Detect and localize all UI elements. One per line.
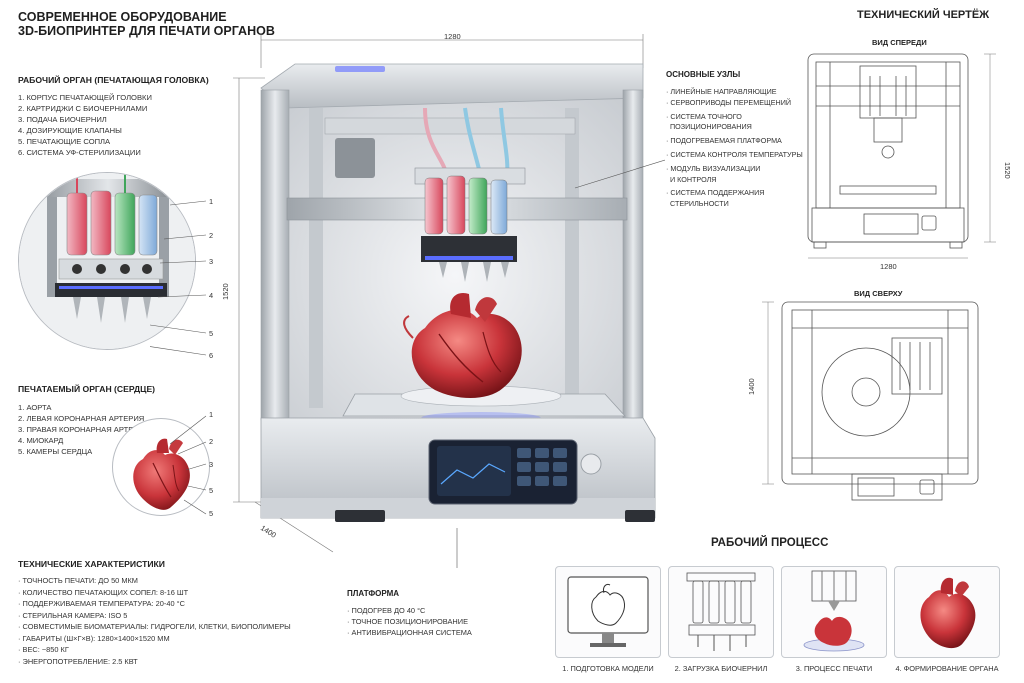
front-width: 1280: [880, 262, 897, 271]
list-item: · АНТИВИБРАЦИОННАЯ СИСТЕМА: [347, 628, 472, 637]
callout-5: 5: [209, 329, 214, 338]
heart-callout-2: 2: [209, 437, 214, 446]
monitor-icon: [567, 576, 649, 647]
list-item: 2. КАРТРИДЖИ С БИОЧЕРНИЛАМИ: [18, 104, 148, 113]
bioprinter-illustration: [233, 34, 665, 568]
heart-final-icon: [920, 577, 976, 649]
list-item: ПОЗИЦИОНИРОВАНИЯ: [666, 122, 752, 132]
list-item: · СОВМЕСТИМЫЕ БИОМАТЕРИАЛЫ: ГИДРОГЕЛИ, К…: [18, 622, 291, 631]
list-item: · ЛИНЕЙНЫЕ НАПРАВЛЯЮЩИЕ: [666, 87, 777, 96]
callout-1: 1: [209, 197, 214, 206]
callout-2: 2: [209, 231, 214, 240]
list-item: И КОНТРОЛЯ: [666, 174, 717, 184]
printed-organ-title: ПЕЧАТАЕМЫЙ ОРГАН (СЕРДЦЕ): [18, 384, 156, 394]
process-step-form: [894, 566, 1000, 658]
drawing-title: ТЕХНИЧЕСКИЙ ЧЕРТЁЖ: [857, 9, 990, 21]
list-item: · СИСТЕМА ПОДДЕРЖАНИЯ: [666, 188, 765, 198]
list-item: 1. КОРПУС ПЕЧАТАЮЩЕЙ ГОЛОВКИ: [18, 93, 152, 102]
print-head-detail-circle: [18, 172, 196, 350]
list-item: 6. СИСТЕМА УФ-СТЕРИЛИЗАЦИИ: [18, 148, 141, 157]
title-line-1: СОВРЕМЕННОЕ ОБОРУДОВАНИЕ: [18, 10, 227, 24]
main-units-list: · ЛИНЕЙНЫЕ НАПРАВЛЯЮЩИЕ · СЕРВОПРИВОДЫ П…: [666, 87, 803, 210]
print-head-title: РАБОЧИЙ ОРГАН (ПЕЧАТАЮЩАЯ ГОЛОВКА): [18, 75, 209, 85]
print-head-list: 1. КОРПУС ПЕЧАТАЮЩЕЙ ГОЛОВКИ 2. КАРТРИДЖ…: [18, 92, 152, 158]
heart-callout-5a: 5: [209, 486, 214, 495]
front-view-title: ВИД СПЕРЕДИ: [872, 38, 927, 47]
callout-4: 4: [209, 291, 214, 300]
printed-organ-list: 1. АОРТА 2. ЛЕВАЯ КОРОНАРНАЯ АРТЕРИЯ 3. …: [18, 402, 149, 457]
process-step-label-2: 2. ЗАГРУЗКА БИОЧЕРНИЛ: [674, 664, 768, 673]
callout-6: 6: [209, 351, 214, 360]
list-item: 4. МИОКАРД: [18, 436, 64, 445]
top-view-title: ВИД СВЕРХУ: [854, 289, 903, 298]
heart-callout-3: 3: [209, 460, 214, 469]
list-item: 3. ПРАВАЯ КОРОНАРНАЯ АРТЕРИЯ: [18, 425, 150, 434]
platform-title: ПЛАТФОРМА: [347, 589, 400, 598]
heart-leader-lines: [170, 415, 207, 515]
main-units-title: ОСНОВНЫЕ УЗЛЫ: [666, 70, 741, 79]
list-item: · СИСТЕМА КОНТРОЛЯ ТЕМПЕРАТУРЫ: [666, 149, 803, 159]
list-item: 5. ПЕЧАТАЮЩИЕ СОПЛА: [18, 137, 111, 146]
printing-icon: [803, 570, 865, 652]
process-step-label-1: 1. ПОДГОТОВКА МОДЕЛИ: [562, 664, 654, 673]
list-item: · ЭНЕРГОПОТРЕБЛЕНИЕ: 2.5 КВТ: [18, 656, 138, 666]
list-item: · КОЛИЧЕСТВО ПЕЧАТАЮЩИХ СОПЕЛ: 8-16 ШТ: [18, 587, 189, 597]
list-item: 3. ПОДАЧА БИОЧЕРНИЛ: [18, 115, 107, 124]
list-item: 4. ДОЗИРУЮЩИЕ КЛАПАНЫ: [18, 126, 122, 135]
dim-height: 1520: [221, 283, 230, 300]
list-item: · ПОДОГРЕВ ДО 40 °С: [347, 606, 426, 615]
list-item: · ВЕС: ~850 КГ: [18, 645, 69, 654]
heart-callout-5b: 5: [209, 509, 214, 518]
callout-3: 3: [209, 257, 214, 266]
list-item: · ГАБАРИТЫ (Ш×Г×В): 1280×1400×1520 ММ: [18, 633, 170, 643]
printed-heart-model: [403, 292, 522, 398]
dim-width: 1280: [444, 32, 461, 41]
heart-detail-circle: [112, 418, 210, 516]
process-step-label-3: 3. ПРОЦЕСС ПЕЧАТИ: [795, 664, 873, 673]
top-depth: 1400: [747, 378, 756, 395]
list-item: · ТОЧНОСТЬ ПЕЧАТИ: ДО 50 МКМ: [18, 576, 138, 585]
list-item: · ПОДОГРЕВАЕМАЯ ПЛАТФОРМА: [666, 136, 782, 146]
specs-list: · ТОЧНОСТЬ ПЕЧАТИ: ДО 50 МКМ · КОЛИЧЕСТВ…: [18, 575, 291, 667]
process-step-print: [781, 566, 887, 658]
process-step-load: [668, 566, 774, 658]
process-step-label-4: 4. ФОРМИРОВАНИЕ ОРГАНА: [895, 664, 999, 673]
list-item: СТЕРИЛЬНОСТИ: [666, 199, 729, 209]
heart-callout-1: 1: [209, 410, 214, 419]
list-item: · СЕРВОПРИВОДЫ ПЕРЕМЕЩЕНИЙ: [666, 97, 792, 107]
process-step-model: [555, 566, 661, 658]
list-item: 5. КАМЕРЫ СЕРДЦА: [18, 447, 93, 456]
list-item: · МОДУЛЬ ВИЗУАЛИЗАЦИИ: [666, 163, 761, 173]
page-title: СОВРЕМЕННОЕ ОБОРУДОВАНИЕ 3D-БИОПРИНТЕР Д…: [18, 10, 275, 38]
process-title: РАБОЧИЙ ПРОЦЕСС: [711, 537, 829, 549]
title-line-2: 3D-БИОПРИНТЕР ДЛЯ ПЕЧАТИ ОРГАНОВ: [18, 24, 275, 38]
list-item: 2. ЛЕВАЯ КОРОНАРНАЯ АРТЕРИЯ: [18, 414, 145, 423]
top-view-drawing: [762, 301, 979, 501]
heart-icon: [133, 438, 190, 510]
front-view-drawing: [807, 53, 996, 259]
print-head-illustration: [19, 173, 195, 349]
list-item: 1. АОРТА: [18, 403, 52, 412]
print-head-leader-lines: [150, 200, 207, 356]
platform-list: · ПОДОГРЕВ ДО 40 °С · ТОЧНОЕ ПОЗИЦИОНИРО…: [347, 605, 472, 638]
cartridges-icon: [686, 572, 756, 651]
front-height: 1520: [1003, 162, 1012, 179]
list-item: · СТЕРИЛЬНАЯ КАМЕРА: ISO 5: [18, 610, 128, 620]
list-item: · ПОДДЕРЖИВАЕМАЯ ТЕМПЕРАТУРА: 20-40 °С: [18, 599, 185, 608]
list-item: · ТОЧНОЕ ПОЗИЦИОНИРОВАНИЕ: [347, 617, 468, 626]
specs-title: ТЕХНИЧЕСКИЕ ХАРАКТЕРИСТИКИ: [18, 559, 165, 569]
list-item: · СИСТЕМА ТОЧНОГО: [666, 111, 742, 121]
